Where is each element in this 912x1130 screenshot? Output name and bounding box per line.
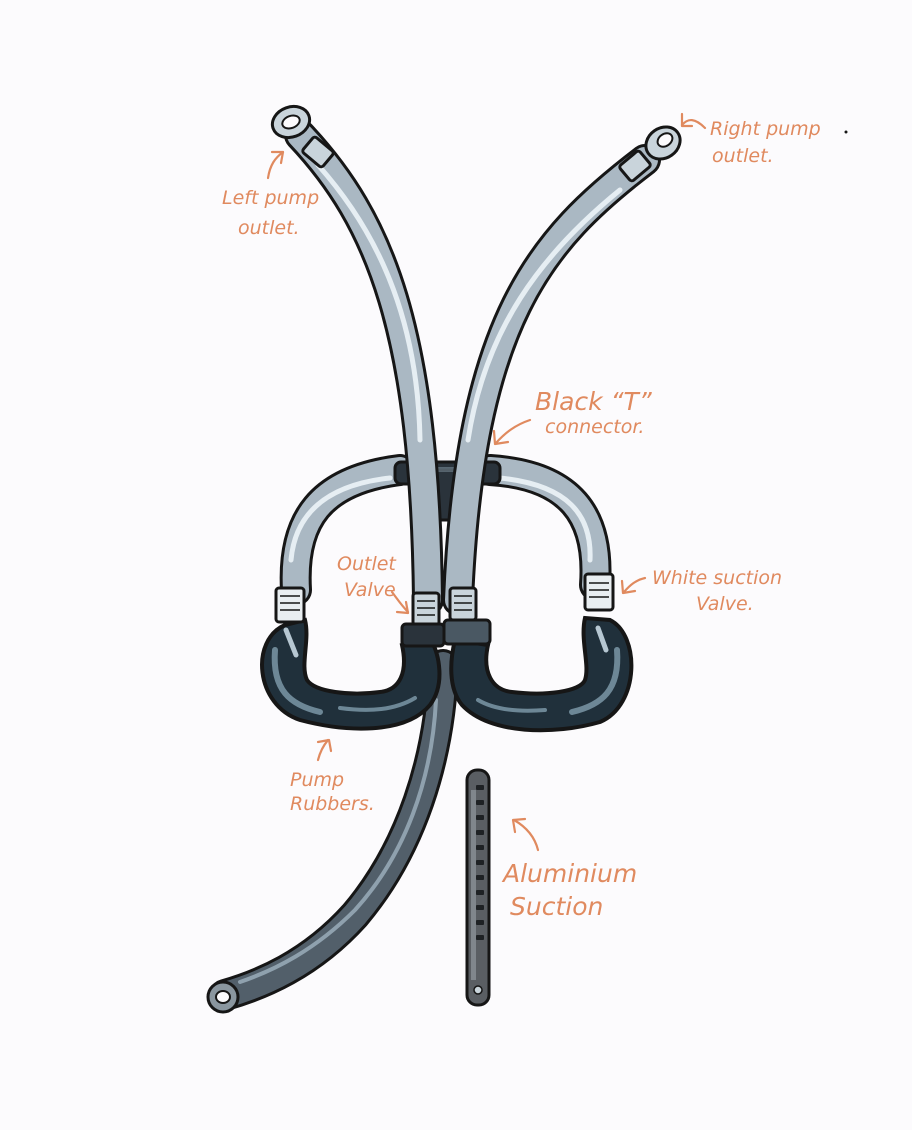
right-outlet-nozzle xyxy=(618,125,682,183)
left-suction-valve xyxy=(274,586,306,624)
right-outlet-label-line1: Right pump xyxy=(710,118,821,140)
left-outlet-arrow xyxy=(266,150,285,180)
right-pump-rubber xyxy=(449,615,634,733)
left-outlet-label-line1: Left pump xyxy=(222,187,319,209)
suction-valve-label-line2: Valve. xyxy=(696,593,754,615)
aluminium-arrow xyxy=(511,817,540,852)
pump-rubbers-arrow xyxy=(316,738,333,762)
left-pump-rubber xyxy=(260,617,442,731)
outlet-valve-label-line2: Valve xyxy=(344,579,396,601)
outlet-valve-label-line1: Outlet xyxy=(337,553,397,575)
aluminium-label-line1: Aluminium xyxy=(501,859,637,888)
left-outlet-nozzle xyxy=(270,104,335,169)
pump-rubbers-label-line1: Pump xyxy=(290,769,344,791)
t-connector-arrow xyxy=(492,418,532,446)
pump-rubbers-label-line2: Rubbers. xyxy=(290,793,375,815)
right-suction-valve xyxy=(583,572,615,612)
aluminium-label-line2: Suction xyxy=(510,892,603,921)
left-loop-hose xyxy=(279,454,416,606)
t-connector-label-line2: connector. xyxy=(545,416,644,438)
right-loop-hose xyxy=(474,454,612,601)
right-outlet-label-line2: outlet. xyxy=(712,145,774,167)
suction-hose xyxy=(206,649,459,1014)
suction-valve-label-line1: White suction xyxy=(652,567,782,589)
aluminium-suction-tube xyxy=(465,768,491,1007)
left-outlet-hose xyxy=(284,119,444,616)
left-outlet-label-line2: outlet. xyxy=(238,217,300,239)
right-outlet-arrow xyxy=(680,112,707,130)
left-outlet-valve xyxy=(400,591,446,648)
right-outlet-valve xyxy=(442,586,492,646)
t-connector-label-line1: Black “T” xyxy=(535,387,653,416)
stray-dot xyxy=(844,130,848,134)
suction-valve-arrow xyxy=(620,576,647,595)
outlet-valve-arrow xyxy=(390,590,410,615)
right-outlet-hose xyxy=(442,144,661,616)
